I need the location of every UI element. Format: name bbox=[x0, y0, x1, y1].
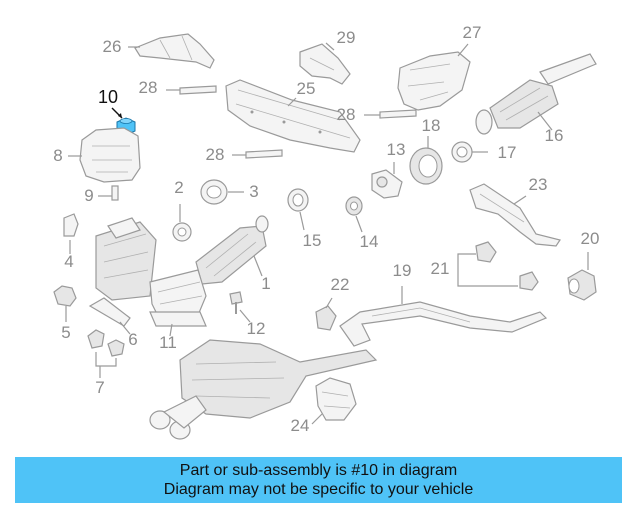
callout-3: 3 bbox=[249, 182, 258, 201]
part-5-nut bbox=[53, 285, 77, 322]
callout-8: 8 bbox=[53, 146, 62, 165]
callout-11: 11 bbox=[159, 333, 177, 352]
part-4-bracket bbox=[63, 213, 79, 254]
part-18-clamp bbox=[409, 136, 443, 185]
banner-line-2: Diagram may not be specific to your vehi… bbox=[163, 481, 474, 498]
part-27-heat-shield bbox=[397, 43, 471, 111]
callout-1: 1 bbox=[261, 274, 270, 293]
part-23-bracket bbox=[469, 183, 561, 247]
part-16-catalytic-pipe bbox=[475, 53, 597, 135]
part-28-clip-1 bbox=[166, 85, 217, 95]
part-29-shield bbox=[299, 42, 351, 85]
part-13-mount bbox=[371, 162, 403, 199]
part-25-long-heat-shield bbox=[225, 79, 361, 153]
callout-18: 18 bbox=[422, 116, 441, 135]
info-banner: Part or sub-assembly is #10 in diagram D… bbox=[15, 457, 622, 503]
callout-27: 27 bbox=[463, 23, 482, 42]
callout-7: 7 bbox=[95, 378, 104, 397]
callout-9: 9 bbox=[84, 186, 93, 205]
callout-2: 2 bbox=[174, 178, 183, 197]
part-22-hanger bbox=[315, 297, 337, 331]
part-11-flex-pipe bbox=[149, 269, 207, 337]
callout-23: 23 bbox=[529, 175, 548, 194]
callout-4: 4 bbox=[64, 252, 73, 271]
part-9-stud bbox=[98, 185, 119, 201]
part-1-catalytic-converter bbox=[195, 215, 269, 285]
callout-12: 12 bbox=[247, 319, 266, 338]
part-28-clip-2 bbox=[364, 109, 417, 119]
part-17-gasket bbox=[451, 141, 488, 163]
banner-line-1: Part or sub-assembly is #10 in diagram bbox=[179, 462, 458, 479]
exhaust-parts-diagram: 1026292728252818168281317923231514204192… bbox=[53, 23, 599, 440]
callout-15: 15 bbox=[303, 231, 322, 250]
callout-6: 6 bbox=[128, 330, 137, 349]
part-19-exhaust-pipe bbox=[339, 286, 548, 347]
callout-28: 28 bbox=[337, 105, 356, 124]
part-2-gasket bbox=[172, 204, 192, 242]
part-28-clip-3 bbox=[232, 149, 283, 159]
callout-28: 28 bbox=[206, 145, 225, 164]
part-12-bolt bbox=[229, 291, 251, 323]
part-15-gasket bbox=[287, 188, 309, 231]
callout-26: 26 bbox=[103, 37, 122, 56]
part-7-nuts bbox=[87, 329, 125, 378]
part-6-strap bbox=[88, 297, 131, 335]
part-21-hangers bbox=[457, 241, 539, 291]
callout-28: 28 bbox=[139, 78, 158, 97]
callout-17: 17 bbox=[498, 143, 517, 162]
callout-5: 5 bbox=[61, 323, 70, 342]
part-26-heat-shield-bracket bbox=[128, 33, 215, 69]
part-3-flange-gasket bbox=[200, 179, 244, 205]
callout-22: 22 bbox=[331, 275, 350, 294]
part-14-flange bbox=[345, 196, 363, 233]
callout-20: 20 bbox=[581, 229, 600, 248]
part-manifold-converter bbox=[95, 217, 157, 301]
callout-24: 24 bbox=[291, 416, 310, 435]
callout-29: 29 bbox=[337, 28, 356, 47]
part-rear-muffler bbox=[149, 339, 378, 440]
callout-25: 25 bbox=[297, 79, 316, 98]
part-24-bracket bbox=[311, 377, 357, 425]
callout-14: 14 bbox=[360, 232, 379, 251]
callout-10-active: 10 bbox=[98, 87, 118, 107]
callout-13: 13 bbox=[387, 140, 406, 159]
part-20-clamp bbox=[567, 252, 597, 301]
callout-19: 19 bbox=[393, 261, 412, 280]
callout-16: 16 bbox=[545, 126, 564, 145]
callout-21: 21 bbox=[431, 259, 450, 278]
part-8-heat-shield bbox=[68, 127, 141, 183]
